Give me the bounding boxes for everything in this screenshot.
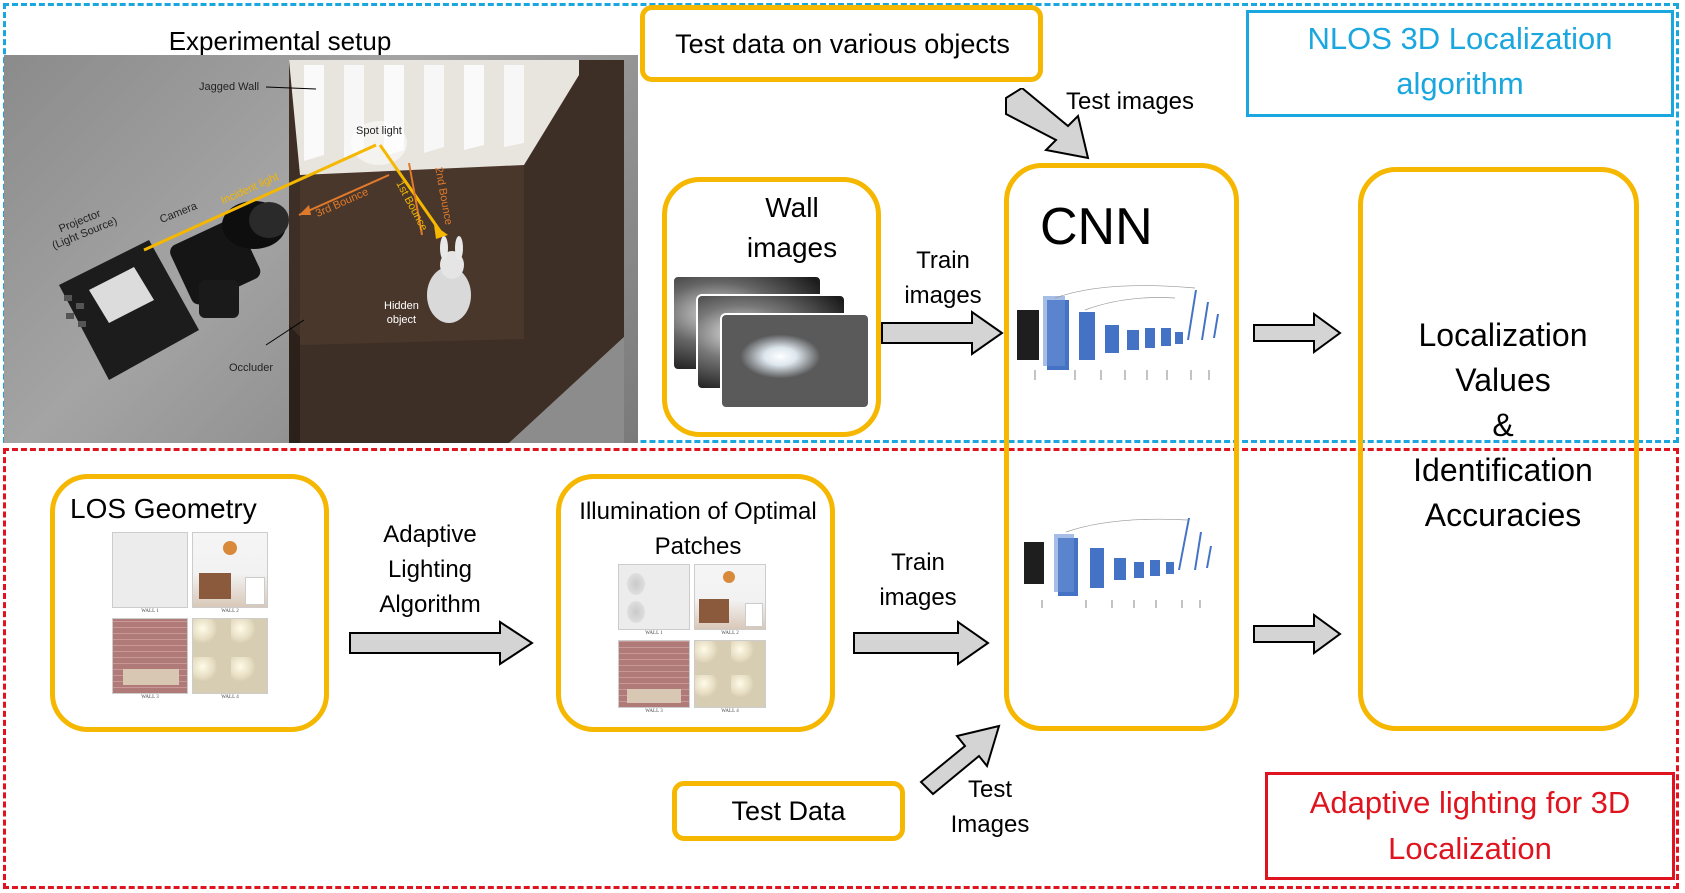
cnn-architecture-bottom [1024, 518, 1212, 608]
illumination-wall-grid: WALL 1 WALL 2 WALL 3 WALL 4 [618, 564, 778, 724]
los-wall-3-caption: WALL 3 [141, 695, 159, 700]
test-data-objects-box [640, 5, 1043, 82]
algorithm-arrow [349, 620, 534, 666]
adaptive-title-box [1265, 772, 1675, 880]
wall-image-3 [720, 313, 870, 409]
los-geometry-title: LOS Geometry [70, 493, 257, 524]
output-box [1358, 167, 1639, 731]
los-geometry-box [50, 474, 329, 732]
cnn-to-output-arrow-top [1253, 312, 1342, 354]
occluder-label: Occluder [229, 362, 274, 374]
test-data-label: Test Data [731, 796, 846, 826]
los-wall-1-caption: WALL 1 [141, 609, 159, 614]
los-wall-2-caption: WALL 2 [221, 609, 239, 614]
test-images-arrow-nlos [1005, 88, 1090, 160]
test-images-label-nlos: Test images [1065, 88, 1195, 115]
hidden-object-label: Hidden object [384, 300, 419, 327]
train-images-arrow-nlos [881, 310, 1004, 356]
illumination-box [556, 474, 835, 732]
test-data-objects-label: Test data on various objects [675, 29, 1010, 59]
illumination-wall-3 [618, 640, 690, 708]
los-wall-3 [112, 618, 188, 694]
illumination-title: Illumination of Optimal Patches [579, 498, 817, 560]
wall-images-label: Wall images [746, 192, 838, 263]
test-images-arrow-adaptive [919, 724, 1001, 796]
output-line-4: Identification [1413, 452, 1593, 488]
train-images-label-nlos: Train images [904, 247, 982, 309]
projector-device [59, 240, 199, 380]
nlos-title: NLOS 3D Localization algorithm [1307, 21, 1613, 101]
train-images-arrow-adaptive [853, 620, 990, 666]
illumination-wall-4 [694, 640, 766, 708]
experimental-setup-title: Experimental setup [168, 26, 392, 56]
los-wall-2 [192, 532, 268, 608]
test-data-box [672, 781, 905, 841]
output-line-5: Accuracies [1424, 497, 1582, 533]
output-line-2: Values [1455, 362, 1551, 398]
spot-light-glow [351, 121, 407, 165]
experimental-setup-illustration [59, 60, 624, 443]
illumination-wall-1-caption: WALL 1 [645, 631, 663, 636]
wall-image-stack [672, 275, 872, 425]
output-line-3: & [1492, 407, 1514, 443]
test-images-label-adaptive: Test Images [950, 776, 1030, 838]
illumination-wall-3-caption: WALL 3 [645, 709, 663, 714]
hidden-object-shape [427, 236, 471, 323]
output-line-1: Localization [1418, 317, 1588, 353]
spot-light-label: Spot light [356, 125, 402, 137]
camera-device [170, 201, 289, 318]
cnn-label: CNN [1040, 198, 1153, 256]
illumination-wall-4-caption: WALL 4 [721, 709, 739, 714]
adaptive-title: Adaptive lighting for 3D Localization [1309, 785, 1631, 866]
output-text: Localization Values & Identification Acc… [1368, 313, 1638, 538]
adaptive-lighting-algorithm-label: Adaptive Lighting Algorithm [379, 521, 481, 618]
cnn-box [1004, 163, 1239, 731]
los-wall-1 [112, 532, 188, 608]
cnn-architecture-top [1017, 285, 1219, 380]
los-wall-4-caption: WALL 4 [221, 695, 239, 700]
adaptive-region-border [3, 448, 1679, 889]
los-wall-4 [192, 618, 268, 694]
illumination-wall-2-caption: WALL 2 [721, 631, 739, 636]
wall-images-box [662, 177, 881, 437]
jagged-wall-label: Jagged Wall [199, 81, 260, 93]
train-images-label-adaptive: Train images [879, 549, 957, 611]
illumination-wall-2 [694, 564, 766, 630]
nlos-title-box [1246, 10, 1674, 117]
cnn-to-output-arrow-bottom [1253, 613, 1342, 655]
illumination-wall-1 [618, 564, 690, 630]
experimental-setup-scene: Jagged Wall Spot light Projector (Light … [4, 55, 638, 443]
los-wall-grid: WALL 1 WALL 2 WALL 3 WALL 4 [112, 532, 272, 702]
